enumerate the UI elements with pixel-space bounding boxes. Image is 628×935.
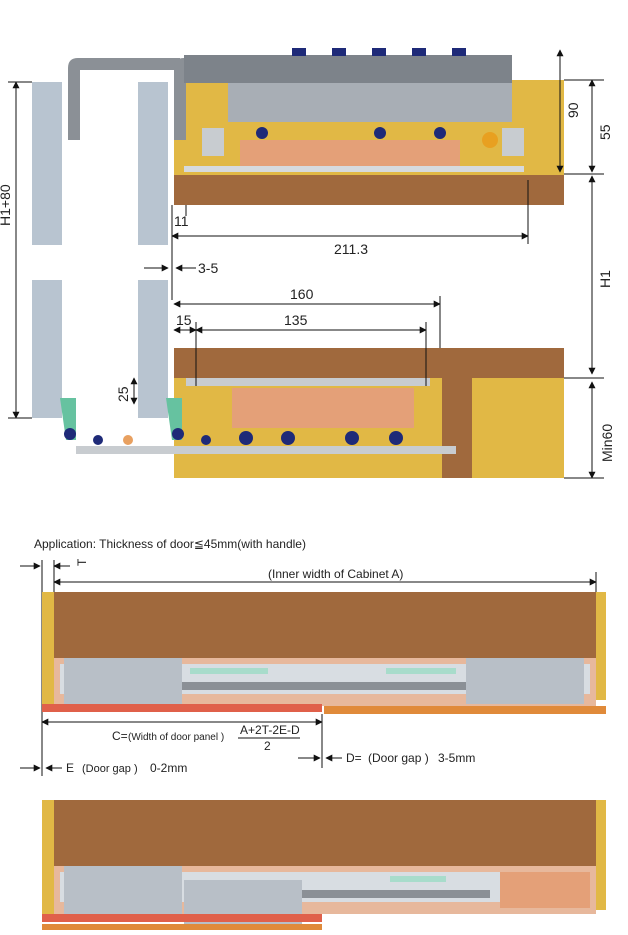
plan2-roller-a bbox=[64, 866, 182, 914]
c-paren: (Width of door panel ) bbox=[128, 732, 224, 743]
plan2-left-wall bbox=[42, 800, 54, 920]
plan2-right-wall bbox=[596, 800, 606, 910]
right-door-bottom bbox=[138, 280, 168, 418]
label-55: 55 bbox=[597, 124, 613, 140]
bottom-wheel bbox=[239, 431, 253, 445]
application-note: Application: Thickness of door≦45mm(with… bbox=[34, 537, 306, 551]
label-90: 90 bbox=[565, 102, 581, 118]
e-paren: (Door gap ) bbox=[82, 763, 138, 775]
top-section-drawing: H1+80 90 55 H1 Min60 11 211.3 3-5 160 15… bbox=[0, 48, 615, 479]
plan2-teal-bar bbox=[390, 876, 446, 882]
label-211-3: 211.3 bbox=[334, 241, 368, 257]
c-denominator: 2 bbox=[264, 739, 271, 753]
top-roller-left bbox=[202, 128, 224, 156]
plan1-teal-bar bbox=[190, 668, 268, 674]
plan1-teal-bar bbox=[386, 668, 456, 674]
plan1-rail bbox=[180, 682, 470, 690]
plan1-door-right bbox=[324, 706, 606, 714]
left-top-hook bbox=[68, 58, 180, 140]
left-door-bottom bbox=[32, 280, 62, 418]
plan1-roller-left bbox=[64, 658, 182, 704]
label-135: 135 bbox=[284, 312, 308, 328]
label-15: 15 bbox=[176, 312, 192, 328]
lower-cabinet-side-right bbox=[472, 378, 564, 478]
plan2-door-front bbox=[42, 914, 322, 922]
label-25: 25 bbox=[115, 386, 131, 402]
plan2-copper-area bbox=[500, 872, 590, 908]
bottom-wheel bbox=[345, 431, 359, 445]
guide-bolt bbox=[201, 435, 211, 445]
top-roller-right bbox=[502, 128, 524, 156]
plan2-rail bbox=[300, 890, 490, 898]
plan1-right-wall bbox=[596, 592, 606, 700]
bottom-copper-block bbox=[232, 388, 414, 428]
bottom-rail bbox=[186, 378, 430, 386]
label-h1: H1 bbox=[597, 270, 613, 288]
bottom-guide-rail bbox=[76, 446, 456, 454]
lower-wood-board bbox=[174, 348, 564, 378]
top-bolt-2 bbox=[374, 127, 386, 139]
plan2-wood-back bbox=[54, 800, 596, 866]
c-numerator: A+2T-2E-D bbox=[240, 723, 300, 737]
label-h1-80: H1+80 bbox=[0, 184, 13, 226]
rail-nub bbox=[372, 48, 386, 56]
label-11: 11 bbox=[174, 213, 189, 229]
top-bolt-4 bbox=[482, 132, 498, 148]
d-paren: (Door gap ) bbox=[368, 751, 429, 765]
d-label: D= bbox=[346, 751, 362, 765]
label-3-5: 3-5 bbox=[198, 260, 218, 276]
top-rail-bottom bbox=[184, 166, 524, 172]
lower-wood-post bbox=[442, 378, 472, 478]
guide-bolt bbox=[172, 428, 184, 440]
bottom-wheel bbox=[389, 431, 403, 445]
inner-width-label: (Inner width of Cabinet A) bbox=[268, 567, 403, 581]
guide-bolt bbox=[64, 428, 76, 440]
guide-bolt bbox=[93, 435, 103, 445]
plan1-door-left bbox=[42, 704, 322, 712]
rail-nub bbox=[332, 48, 346, 56]
guide-copper-pin bbox=[123, 435, 133, 445]
bottom-section-drawing: Application: Thickness of door≦45mm(with… bbox=[20, 537, 606, 930]
left-door-top bbox=[32, 82, 62, 245]
e-value: 0-2mm bbox=[150, 761, 187, 775]
plan1-roller-right bbox=[466, 658, 584, 704]
e-label: E bbox=[66, 761, 74, 775]
bottom-wheel bbox=[281, 431, 295, 445]
d-value: 3-5mm bbox=[438, 751, 475, 765]
top-bolt-1 bbox=[256, 127, 268, 139]
label-min60: Min60 bbox=[599, 424, 615, 462]
plan1-wood-back bbox=[54, 592, 596, 658]
top-copper-block bbox=[240, 140, 460, 168]
top-track-rail bbox=[184, 55, 512, 83]
rail-nub bbox=[452, 48, 466, 56]
right-door-top bbox=[138, 82, 168, 245]
rail-nub bbox=[412, 48, 426, 56]
upper-wood-board bbox=[174, 175, 564, 205]
plan2-door-back bbox=[42, 924, 322, 930]
c-prefix: C= bbox=[112, 729, 128, 743]
plan1-left-wall bbox=[42, 592, 54, 708]
label-160: 160 bbox=[290, 286, 314, 302]
rail-nub bbox=[292, 48, 306, 56]
t-marker: T bbox=[75, 558, 89, 566]
top-bolt-3 bbox=[434, 127, 446, 139]
